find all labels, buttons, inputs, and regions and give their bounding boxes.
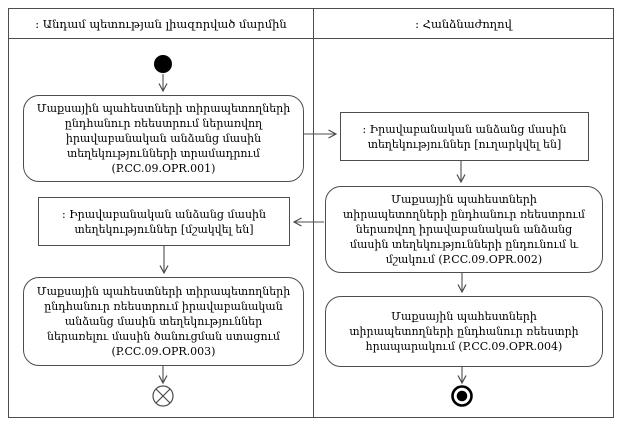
activity-opr002-label: Մաքսային պահեստների տիրապետողների ընդհան… [343,193,585,266]
object-node-information-processed: : Իրավաբանական անձանց մասին տեղեկություն… [38,197,290,246]
object-node-information-sent-label: : Իրավաբանական անձանց մասին տեղեկություն… [362,122,567,151]
lane-header-member-state: : Անդամ պետության լիազորված մարմին [9,9,314,38]
activity-opr001: Մաքսային պահեստների տիրապետողների ընդհան… [23,95,304,182]
lane-header-commission: : Հանձնաժողով [314,9,613,38]
activity-opr004-label: Մաքսային պահեստների տիրապետողների ընդհան… [349,310,579,353]
activity-opr004: Մաքսային պահեստների տիրապետողների ընդհան… [325,296,603,367]
object-node-information-sent: : Իրավաբանական անձանց մասին տեղեկություն… [340,112,589,161]
lane-headers: : Անդամ պետության լիազորված մարմին : Հան… [8,8,614,39]
activity-opr003-label: Մաքսային պահեստների տիրապետողների ընդհան… [36,285,291,358]
lane-header-commission-label: : Հանձնաժողով [415,16,512,31]
activity-opr002: Մաքսային պահեստների տիրապետողների ընդհան… [325,186,603,273]
lane-divider [313,8,314,418]
lane-header-member-state-label: : Անդամ պետության լիազորված մարմին [35,16,287,31]
activity-opr001-label: Մաքսային պահեստների տիրապետողների ընդհան… [36,102,291,175]
activity-opr003: Մաքսային պահեստների տիրապետողների ընդհան… [23,277,304,366]
object-node-information-processed-label: : Իրավաբանական անձանց մասին տեղեկություն… [61,207,266,236]
